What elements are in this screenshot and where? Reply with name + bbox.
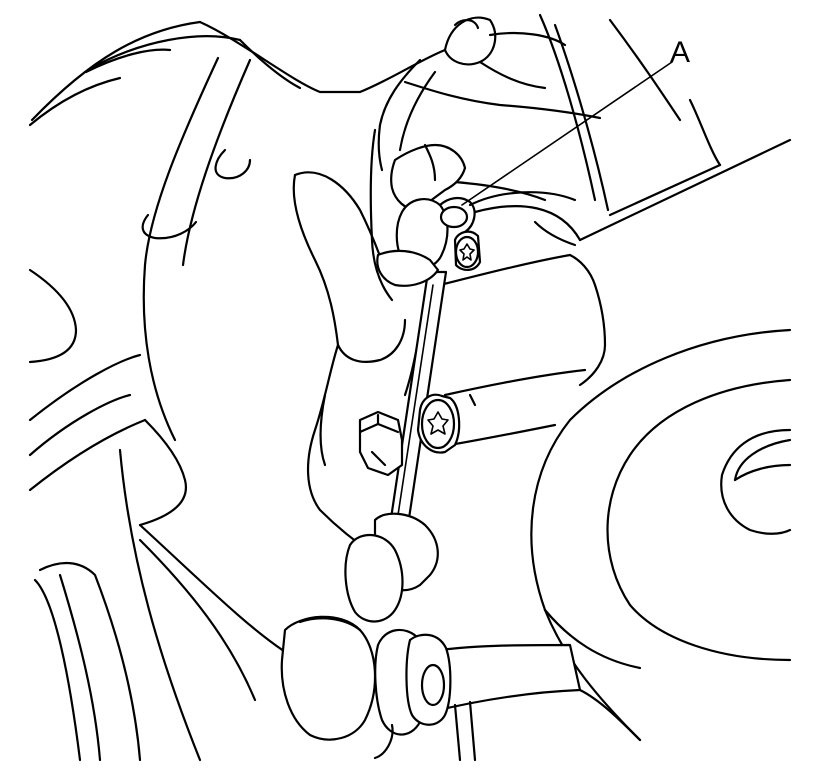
callout-leader-line: [461, 61, 673, 206]
middle-bolt: [416, 393, 461, 454]
housing-lines: [438, 253, 587, 447]
upper-bracket: [198, 13, 722, 212]
hex-bolt: [358, 410, 404, 477]
lower-tube: [373, 628, 642, 762]
torx-star-icon: [459, 243, 475, 261]
torx-star-icon: [427, 411, 449, 435]
round-boss: [530, 328, 792, 742]
ball-socket: [439, 205, 469, 229]
callout-a: A: [461, 36, 690, 206]
callout-label-a: A: [670, 36, 690, 69]
left-body-panel: [28, 20, 292, 762]
lower-ball-joint: [280, 512, 439, 741]
right-frame: [453, 138, 792, 387]
upper-bolt: [453, 230, 482, 271]
upper-ball-joint: [376, 143, 476, 287]
